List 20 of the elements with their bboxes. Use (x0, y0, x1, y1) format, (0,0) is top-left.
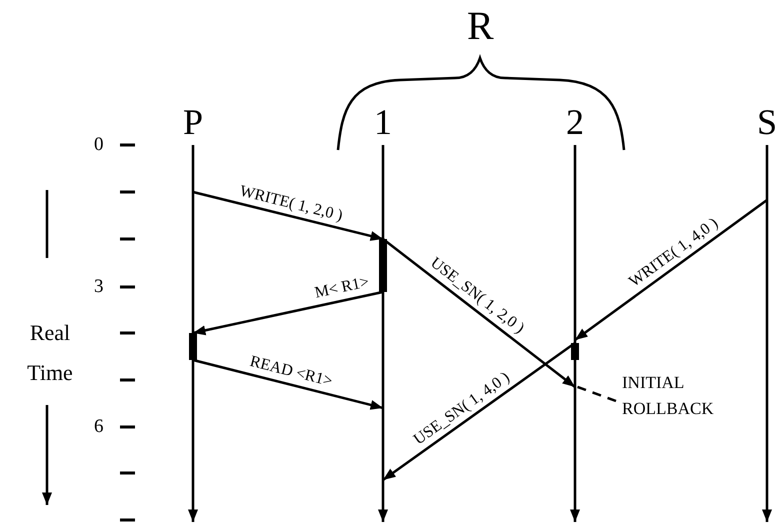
lifeline-header: S (756, 104, 775, 140)
leader-line (574, 384, 616, 402)
group-label: R (467, 6, 494, 46)
message-arrow (192, 290, 384, 336)
message-arrow (382, 342, 576, 482)
message-arrow (574, 199, 768, 341)
message-arrow (192, 358, 384, 410)
axis-title: Real Time (26, 319, 74, 387)
edge-label: READ <R1> (248, 354, 334, 390)
annotation-text: INITIAL ROLLBACK (622, 370, 752, 421)
lifeline-header: 1 (373, 104, 393, 140)
lifeline-header: 2 (565, 104, 585, 140)
lifeline-header: P (182, 104, 204, 140)
edge-label: WRITE( 1, 2,0 ) (238, 183, 344, 224)
axis-tick-label: 0 (94, 135, 104, 154)
axis-tick-label: 6 (94, 417, 104, 436)
message-arrow (382, 238, 576, 388)
edge-label: M< R1> (314, 274, 372, 302)
message-arrow (192, 190, 384, 241)
axis-tick-label: 3 (94, 277, 104, 296)
